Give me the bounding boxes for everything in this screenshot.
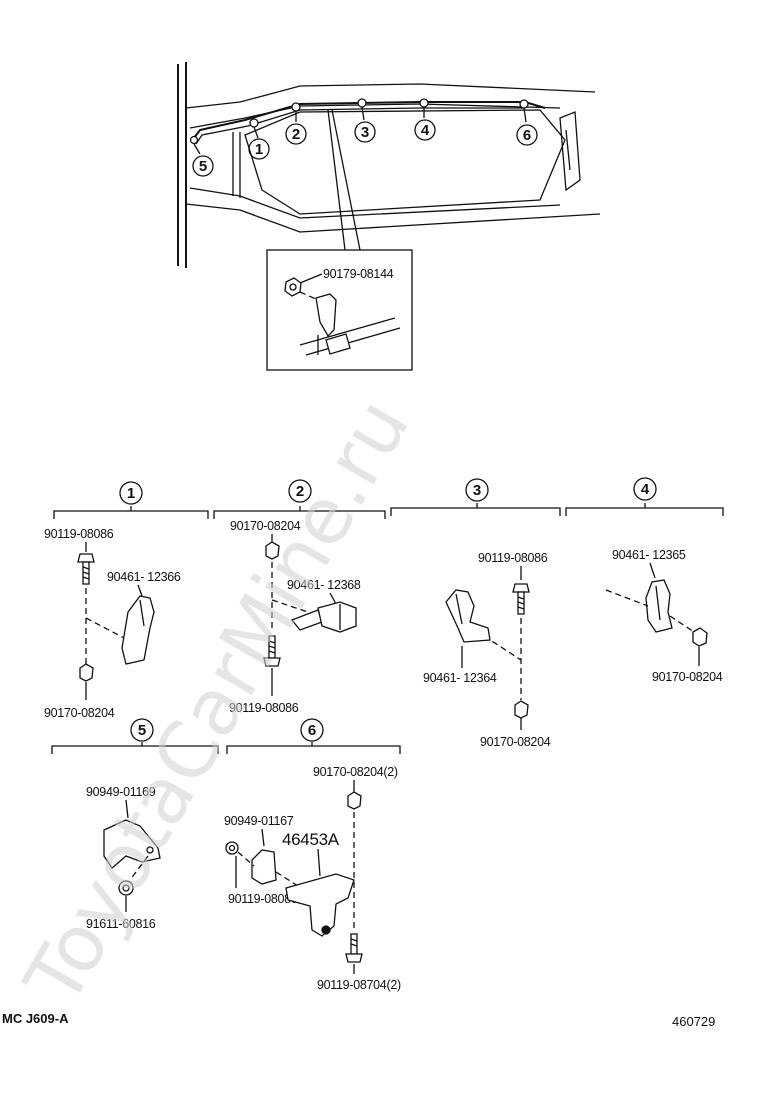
part-label: 90119-08086: [229, 701, 299, 715]
svg-text:4: 4: [641, 481, 650, 498]
diagram-code: MC J609-A: [2, 1011, 69, 1026]
svg-text:2: 2: [296, 483, 304, 500]
nut-icon: [284, 277, 302, 297]
detail-inset: 90179-08144: [266, 249, 413, 371]
part-label: 90170-08204: [44, 706, 115, 720]
clamp-icon: [121, 595, 155, 665]
bolt-icon: [512, 583, 530, 615]
group-2-parts: 90170-08204 90461- 12368 90119-08086: [229, 519, 361, 715]
detail-part-label: 90179-08144: [323, 267, 394, 281]
part-label: 90119-08086: [44, 527, 114, 541]
svg-text:4: 4: [421, 122, 430, 139]
part-label: 90461- 12366: [107, 570, 181, 584]
group-6-parts: 90170-08204(2) 90949-01167 46453A 90119-…: [224, 765, 401, 992]
group-3-parts: 90119-08086 90461- 12364 90170-08204: [423, 551, 551, 749]
group-4-parts: 90461- 12365 90170-08204: [605, 548, 723, 684]
svg-text:6: 6: [523, 127, 531, 144]
svg-text:5: 5: [138, 722, 146, 739]
group-1-parts: 90119-08086 90461- 12366 90170-08204: [44, 527, 181, 720]
group-1-header: 1: [53, 481, 209, 519]
watermark: ToyotaCarMine.ru: [8, 384, 427, 1020]
svg-text:2: 2: [292, 126, 300, 143]
svg-text:6: 6: [308, 722, 316, 739]
fuel-tank: [244, 109, 566, 215]
part-label: 90461- 12368: [287, 578, 361, 592]
svg-text:5: 5: [199, 158, 207, 175]
part-label: 46453A: [282, 830, 340, 849]
nut-icon: [347, 791, 362, 810]
part-label: 90119-08086: [228, 892, 298, 906]
bracket-icon: [315, 293, 337, 338]
svg-text:3: 3: [473, 482, 481, 499]
illustration-number: 460729: [672, 1014, 715, 1029]
svg-text:1: 1: [255, 141, 263, 158]
svg-text:3: 3: [361, 124, 369, 141]
nut-icon: [79, 663, 94, 682]
clip-icon: [103, 819, 161, 869]
part-label: 91611-60816: [86, 917, 156, 931]
group-2-header: 2: [213, 479, 386, 519]
bolt-icon: [345, 933, 363, 963]
overview-callout-3: 3: [354, 121, 376, 143]
clamp-icon: [445, 589, 491, 643]
group-4-header: 4: [565, 477, 724, 516]
part-label: 90170-08204: [230, 519, 301, 533]
bolt-icon: [263, 635, 281, 667]
part-label: 90461- 12365: [612, 548, 686, 562]
group-3-header: 3: [390, 478, 561, 516]
clip-icon: [251, 849, 277, 885]
part-label: 90170-08204: [652, 670, 723, 684]
part-label: 90119-08704(2): [317, 978, 401, 992]
overview-callout-4: 4: [414, 119, 436, 141]
nut-icon: [692, 627, 708, 647]
bracket-icon: [285, 873, 355, 937]
group-6-header: 6: [226, 718, 401, 754]
part-label: 90170-08204(2): [313, 765, 398, 779]
part-label: 90119-08086: [478, 551, 548, 565]
grommet-icon: [118, 880, 134, 896]
frame-rail-left: [177, 62, 187, 268]
overview-callout-2: 2: [285, 123, 307, 145]
overview-callout-1: 1: [248, 138, 270, 160]
bolt-icon: [225, 841, 239, 855]
part-label: 90170-08204: [480, 735, 551, 749]
part-label: 90949-01167: [224, 814, 294, 828]
part-label: 90461- 12364: [423, 671, 497, 685]
part-label: 90949-01169: [86, 785, 156, 799]
nut-icon: [514, 700, 529, 719]
overview-callout-6: 6: [516, 124, 538, 146]
group-5-header: 5: [51, 718, 219, 754]
overview-callout-5: 5: [192, 155, 214, 177]
bolt-icon: [77, 553, 95, 585]
overview-illustration: 1 2 3 4 5 6: [177, 62, 601, 268]
group-5-parts: 90949-01169 91611-60816: [86, 785, 161, 931]
nut-icon: [265, 541, 280, 560]
svg-text:1: 1: [127, 485, 135, 502]
